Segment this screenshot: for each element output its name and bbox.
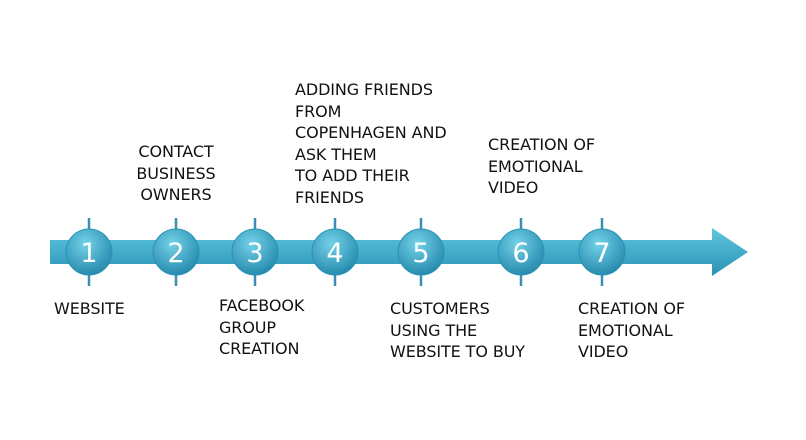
milestone-5-number: 5 <box>412 238 429 269</box>
milestone-4-label: ADDING FRIENDS FROM COPENHAGEN AND ASK T… <box>295 80 447 207</box>
milestone-6-number: 6 <box>512 238 529 269</box>
milestone-1-circle <box>65 228 113 276</box>
milestone-6-label: CREATION OF EMOTIONAL VIDEO <box>488 135 595 197</box>
milestone-3-number: 3 <box>246 238 263 269</box>
milestone-2-circle <box>152 228 200 276</box>
milestone-1-label: WEBSITE <box>54 299 125 318</box>
milestone-7-number: 7 <box>593 238 610 269</box>
milestone-7-label: CREATION OF EMOTIONAL VIDEO <box>578 299 685 361</box>
milestone-5-label: CUSTOMERS USING THE WEBSITE TO BUY <box>390 299 525 361</box>
milestone-6-circle <box>497 228 545 276</box>
milestone-1-number: 1 <box>80 238 97 269</box>
milestone-4-circle <box>311 228 359 276</box>
milestone-2-number: 2 <box>167 238 184 269</box>
milestone-2-label: CONTACT BUSINESS OWNERS <box>136 142 216 204</box>
milestone-5-circle <box>397 228 445 276</box>
milestone-3-circle <box>231 228 279 276</box>
milestone-7-circle <box>578 228 626 276</box>
milestone-markers: 1 2 3 4 5 6 7 <box>65 228 626 276</box>
milestone-3-label: FACEBOOK GROUP CREATION <box>219 296 305 358</box>
milestone-4-number: 4 <box>326 238 343 269</box>
